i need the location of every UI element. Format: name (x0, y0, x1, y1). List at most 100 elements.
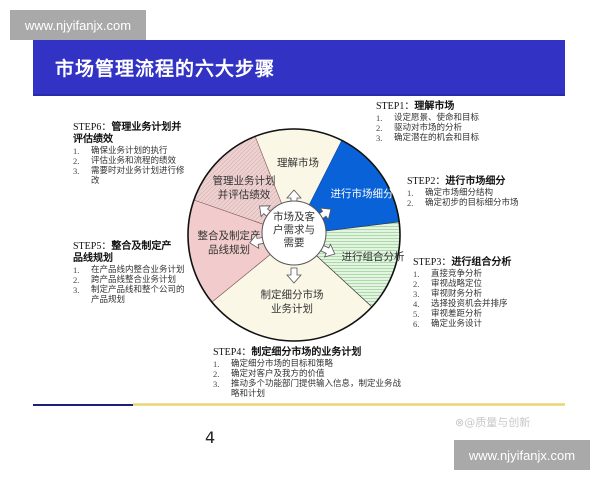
step6-block: STEP6：管理业务计划并 评估绩效 1. 确保业务计划的执行 2. 评估业务和流程… (73, 122, 191, 186)
step5-title: STEP5：整合及制定产 品线规划 (73, 241, 185, 265)
item-number: 3. (413, 289, 420, 299)
item-number: 4. (413, 299, 420, 309)
label-line: 品线规划 (208, 244, 250, 256)
list-item: 2. 评估业务和流程的绩效 (73, 156, 191, 166)
segment-label-integrate-product-line: 整合及制定产 品线规划 (190, 229, 268, 257)
step-number: STEP3： (413, 257, 452, 268)
item-text: 跨产品线整合业务计划 (91, 275, 177, 285)
item-text: 确定市场细分结构 (425, 188, 494, 198)
item-text: 制定产品线和整个公司的产品规划 (91, 285, 185, 305)
item-text: 确定对客户及我方的价值 (231, 369, 325, 379)
watermark-top: www.njyifanjx.com (10, 10, 146, 40)
list-item: 1. 直接竞争分析 (413, 269, 563, 279)
item-number: 2. (213, 369, 220, 379)
list-item: 1.设定愿景、使命和目标 (376, 113, 526, 123)
item-text: 驱动对市场的分析 (394, 123, 463, 133)
item-text: 在产品线内整合业务计划 (91, 265, 185, 275)
list-item: 3. 推动多个功能部门提供输入信息，制定业务战略和计划 (213, 379, 403, 399)
segment-label-manage-evaluate: 管理业务计划 并评估绩效 (204, 174, 284, 202)
item-number: 3. (73, 166, 80, 176)
segment-label-segment-business-plan: 制定细分市场 业务计划 (252, 288, 332, 316)
step-title-text: 制定细分市场的业务计划 (251, 347, 362, 358)
item-number: 3. (213, 379, 220, 389)
item-text: 审视战略定位 (431, 279, 483, 289)
list-item: 3. 确定潜在的机会和目标 (376, 133, 526, 143)
label-line: 理解市场 (277, 157, 319, 169)
item-text: 选择投资机会并排序 (431, 299, 508, 309)
item-text: 审视差距分析 (431, 309, 483, 319)
list-item: 2. 确定初步的目标细分市场 (407, 198, 557, 208)
item-text: 推动多个功能部门提供输入信息，制定业务战略和计划 (231, 379, 402, 399)
item-number: 3. (376, 133, 383, 143)
item-text: 确定业务设计 (431, 319, 483, 329)
item-text: 直接竞争分析 (431, 269, 483, 279)
list-item: 2. 驱动对市场的分析 (376, 123, 526, 133)
item-text: 确保业务计划的执行 (91, 146, 168, 156)
item-text: 确定潜在的机会和目标 (394, 133, 480, 143)
step-title-text: 理解市场 (414, 101, 455, 112)
item-number: 2. (376, 123, 383, 133)
list-item: 3.需要时对业务计划进行修改 (73, 166, 191, 186)
source-watermark: ⊗@质量与创新 (455, 416, 531, 429)
step-number: STEP2： (407, 176, 446, 187)
step2-title: STEP2：进行市场细分 (407, 176, 557, 188)
step4-block: STEP4：制定细分市场的业务计划 1. 确定细分市场的目标和策略 2. 确定对客户… (213, 347, 403, 399)
center-label: 市场及客 户需求与 需要 (268, 211, 320, 250)
step-title-text: 品线规划 (73, 253, 113, 264)
item-number: 1. (73, 146, 80, 156)
step-number: STEP5： (73, 241, 112, 252)
slide-title: 市场管理流程的六大步骤 (55, 57, 276, 80)
watermark-bottom: www.njyifanjx.com (454, 440, 590, 470)
item-number: 1. (413, 269, 420, 279)
list-item: 2. 审视战略定位 (413, 279, 563, 289)
item-text: 确定初步的目标细分市场 (425, 198, 519, 208)
step4-list: 1. 确定细分市场的目标和策略 2. 确定对客户及我方的价值 3. 推动多个功能部门提… (213, 359, 403, 399)
item-text: 评估业务和流程的绩效 (91, 156, 177, 166)
item-number: 2. (73, 275, 80, 285)
label-line: 需要 (283, 237, 305, 249)
segment-label-market-segmentation: 进行市场细分 (324, 187, 400, 201)
footer-divider-dark (33, 404, 133, 406)
step-title-text: 进行市场细分 (445, 176, 506, 187)
segment-label-understand-market: 理解市场 (268, 156, 328, 170)
item-text: 设定愿景、使命和目标 (394, 113, 480, 123)
step5-list: 1.在产品线内整合业务计划 2. 跨产品线整合业务计划 3. 制定产品线和整个公司的… (73, 265, 185, 305)
slide-header: 市场管理流程的六大步骤 (33, 40, 565, 96)
step2-block: STEP2：进行市场细分 1. 确定市场细分结构 2. 确定初步的目标细分市场 (407, 176, 557, 208)
item-number: 2. (407, 198, 414, 208)
step1-block: STEP1：理解市场 1.设定愿景、使命和目标 2. 驱动对市场的分析 3. 确定潜… (376, 101, 526, 143)
step-number: STEP6： (73, 122, 112, 133)
step3-title: STEP3：进行组合分析 (413, 257, 563, 269)
list-item: 3. 制定产品线和整个公司的产品规划 (73, 285, 185, 305)
list-item: 3. 审视财务分析 (413, 289, 563, 299)
step-title-text: 评估绩效 (73, 134, 113, 145)
step6-list: 1. 确保业务计划的执行 2. 评估业务和流程的绩效 3.需要时对业务计划进行修改 (73, 146, 191, 186)
step3-list: 1. 直接竞争分析 2. 审视战略定位 3. 审视财务分析 4. 选择投资机会并排序 5… (413, 269, 563, 329)
item-number: 1. (213, 359, 220, 369)
label-line: 制定细分市场 (260, 289, 324, 301)
item-number: 5. (413, 309, 420, 319)
item-number: 2. (73, 156, 80, 166)
step1-list: 1.设定愿景、使命和目标 2. 驱动对市场的分析 3. 确定潜在的机会和目标 (376, 113, 526, 143)
item-number: 1. (407, 188, 414, 198)
item-text: 确定细分市场的目标和策略 (231, 359, 334, 369)
label-line: 进行市场细分 (330, 188, 394, 200)
item-number: 2. (413, 279, 420, 289)
list-item: 1.在产品线内整合业务计划 (73, 265, 185, 275)
label-line: 整合及制定产 (197, 230, 261, 242)
list-item: 2. 跨产品线整合业务计划 (73, 275, 185, 285)
list-item: 2. 确定对客户及我方的价值 (213, 369, 403, 379)
label-line: 业务计划 (271, 303, 313, 315)
item-text: 审视财务分析 (431, 289, 483, 299)
step1-title: STEP1：理解市场 (376, 101, 526, 113)
list-item: 1. 确定细分市场的目标和策略 (213, 359, 403, 369)
step-number: STEP4： (213, 347, 252, 358)
item-number: 3. (73, 285, 80, 295)
page-number: 4 (205, 428, 216, 447)
segment-label-portfolio-analysis: 进行组合分析 (335, 250, 411, 264)
list-item: 5. 审视差距分析 (413, 309, 563, 319)
footer-divider-gold (133, 403, 565, 406)
step-title-text: 管理业务计划并 (111, 122, 182, 133)
list-item: 4. 选择投资机会并排序 (413, 299, 563, 309)
item-number: 6. (413, 319, 420, 329)
